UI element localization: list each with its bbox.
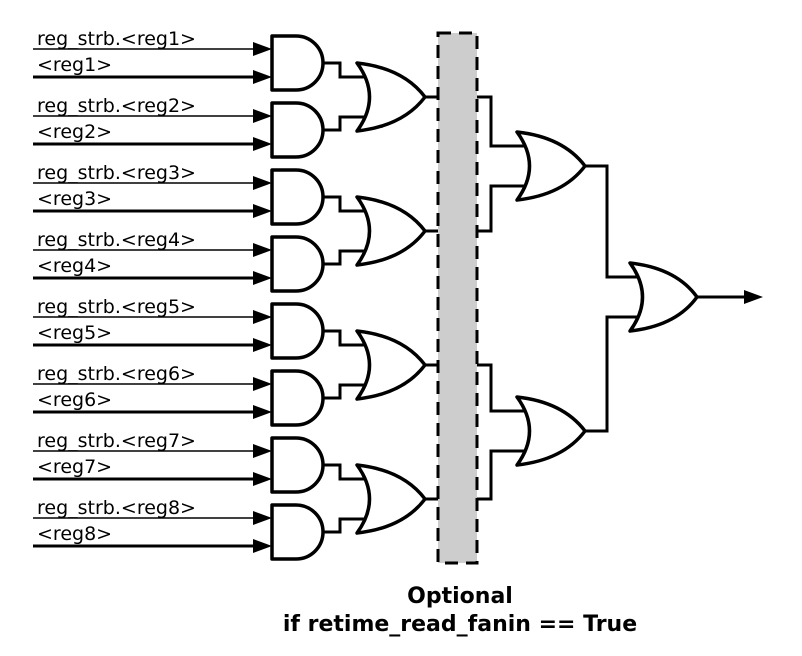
optional-retime-region: [436, 31, 479, 565]
arrowhead-icon: [253, 42, 272, 56]
arrowhead-icon: [253, 377, 272, 391]
and-output-wire: [323, 195, 372, 213]
and-gate-1: [270, 34, 325, 92]
output-arrowhead-icon: [744, 290, 763, 304]
input-pair-2: reg_strb.<reg2> <reg2>: [33, 95, 372, 151]
final-input-wires: [585, 164, 647, 433]
arrowhead-icon: [253, 539, 272, 553]
final-or-stage: [628, 261, 763, 333]
strobe-label: reg_strb.<reg6>: [37, 363, 196, 385]
and-gate-6: [270, 369, 325, 427]
value-label: <reg2>: [37, 121, 112, 143]
arrowhead-icon: [253, 109, 272, 123]
and-output-wire: [323, 463, 372, 481]
or-gate-stage2-3: [355, 329, 427, 401]
stage1-and-gates: [270, 34, 325, 561]
input-pair-6: reg_strb.<reg6> <reg6>: [33, 363, 372, 419]
and-gate-3: [270, 168, 325, 226]
retimed-wire: [470, 184, 534, 233]
strobe-label: reg_strb.<reg8>: [37, 497, 196, 519]
value-label: <reg1>: [37, 54, 112, 76]
retimed-wire: [470, 95, 534, 148]
arrowhead-icon: [253, 204, 272, 218]
arrowhead-icon: [253, 137, 272, 151]
and-output-wire: [323, 517, 372, 534]
stage2-or-gates: [355, 61, 427, 535]
retimed-wire: [470, 363, 534, 413]
input-pair-5: reg_strb.<reg5> <reg5>: [33, 296, 372, 352]
and-gate-8: [270, 503, 325, 561]
stage3-or-gates: [515, 130, 587, 467]
and-gate-7: [270, 436, 325, 494]
retimed-wire: [470, 449, 534, 501]
or-gate-stage3-upper: [515, 130, 587, 202]
arrowhead-icon: [253, 310, 272, 324]
and-output-wire: [323, 249, 372, 266]
value-label: <reg6>: [37, 389, 112, 411]
input-pair-3: reg_strb.<reg3> <reg3>: [33, 162, 372, 218]
value-label: <reg3>: [37, 188, 112, 210]
input-pair-4: reg_strb.<reg4> <reg4>: [33, 229, 372, 285]
and-gate-2: [270, 101, 325, 159]
or-gate-final: [628, 261, 699, 333]
arrowhead-icon: [253, 243, 272, 257]
strobe-label: reg_strb.<reg3>: [37, 162, 196, 184]
arrowhead-icon: [253, 444, 272, 458]
or-gate-stage2-2: [355, 195, 427, 267]
caption: Optional if retime_read_fanin == True: [283, 584, 637, 637]
and-output-wire: [323, 115, 372, 132]
stage3-input-wires: [470, 95, 534, 501]
arrowhead-icon: [253, 405, 272, 419]
arrowhead-icon: [253, 472, 272, 486]
arrowhead-icon: [253, 338, 272, 352]
arrowhead-icon: [253, 70, 272, 84]
caption-line1: Optional: [407, 584, 513, 609]
and-output-wire: [323, 61, 372, 79]
strobe-label: reg_strb.<reg1>: [37, 28, 196, 50]
strobe-label: reg_strb.<reg7>: [37, 430, 196, 452]
value-label: <reg7>: [37, 456, 112, 478]
or-gate-stage2-4: [355, 463, 427, 535]
strobe-label: reg_strb.<reg2>: [37, 95, 196, 117]
input-pair-8: reg_strb.<reg8> <reg8>: [33, 497, 372, 553]
caption-line2: if retime_read_fanin == True: [283, 612, 637, 637]
stage3-lower-output-wire: [585, 315, 647, 433]
input-pair-1: reg_strb.<reg1> <reg1>: [33, 28, 372, 84]
stage3-upper-output-wire: [585, 164, 647, 279]
arrowhead-icon: [253, 511, 272, 525]
strobe-label: reg_strb.<reg4>: [37, 229, 196, 251]
and-output-wire: [323, 329, 372, 347]
and-gate-5: [270, 302, 325, 360]
value-label: <reg4>: [37, 255, 112, 277]
or-gate-stage2-1: [355, 61, 427, 133]
value-label: <reg8>: [37, 523, 112, 545]
input-pair-7: reg_strb.<reg7> <reg7>: [33, 430, 372, 486]
strobe-label: reg_strb.<reg5>: [37, 296, 196, 318]
value-label: <reg5>: [37, 322, 112, 344]
and-gate-4: [270, 235, 325, 293]
arrowhead-icon: [253, 271, 272, 285]
and-output-wire: [323, 383, 372, 400]
arrowhead-icon: [253, 176, 272, 190]
or-gate-stage3-lower: [515, 395, 587, 467]
